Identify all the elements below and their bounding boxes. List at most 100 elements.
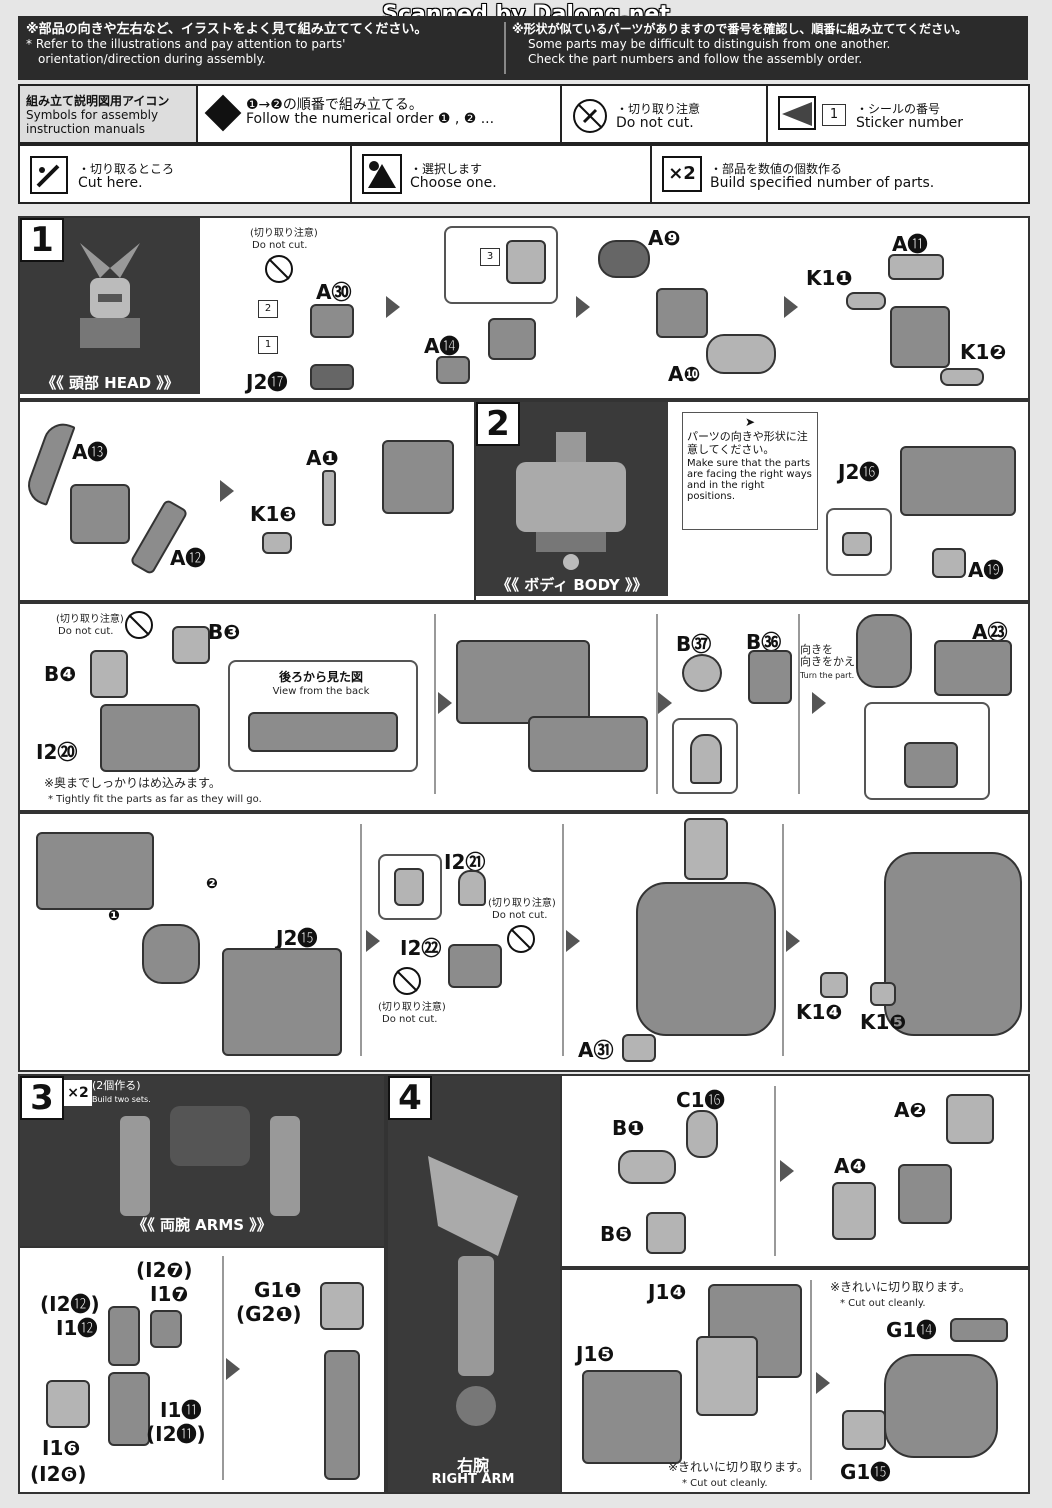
- flow-arrow-icon: [780, 1160, 794, 1182]
- flow-arrow-icon: [816, 1372, 830, 1394]
- x2-icon: ×2: [662, 156, 702, 192]
- legend-donotcut: ・切り取り注意 Do not cut.: [562, 86, 768, 142]
- do-not-cut-icon: [125, 611, 153, 639]
- step1-donotcut-jp: (切り取り注意): [250, 228, 318, 239]
- part-label-b4: B❹: [44, 662, 77, 686]
- part-label-i222: I2㉒: [400, 936, 442, 960]
- part-shape: [820, 972, 848, 998]
- x2-icon: ×2: [64, 1080, 92, 1106]
- part-shape: [950, 1318, 1008, 1342]
- flow-arrow-icon: [784, 296, 798, 318]
- flow-arrow-icon: [220, 480, 234, 502]
- legend-title-en-1: Symbols for assembly: [26, 108, 159, 122]
- part-label-a31: A㉛: [578, 1038, 614, 1062]
- part-label-a19: A⓳: [968, 558, 1004, 582]
- row3-donotcut-en-2: Do not cut.: [382, 1014, 438, 1025]
- legend-sticker: 1 ・シールの番号 Sticker number: [768, 86, 1026, 142]
- part-label-i220: I2⑳: [36, 740, 78, 764]
- part-shape: [934, 640, 1012, 696]
- legend-donotcut-en: Do not cut.: [616, 115, 694, 131]
- step3-number: 3: [20, 1076, 64, 1120]
- part-label-j217: J2⓱: [246, 370, 288, 394]
- legend-choose-en: Choose one.: [410, 175, 497, 191]
- view-back-jp: 後ろから見た図: [278, 670, 363, 684]
- part-label-j14: J1❹: [648, 1280, 687, 1304]
- do-not-cut-icon: [507, 925, 535, 953]
- part-shape: [684, 818, 728, 880]
- sticker-number-box: 1: [822, 104, 846, 126]
- cut-clean-en-1: * Cut out cleanly.: [682, 1478, 768, 1489]
- flow-arrow-icon: [226, 1358, 240, 1380]
- cut-clean-jp-2: ※きれいに切り取ります。: [830, 1280, 971, 1294]
- part-shape: [46, 1380, 90, 1428]
- step4-number: 4: [388, 1076, 432, 1120]
- part-shape: [248, 712, 398, 752]
- part-shape: [598, 240, 650, 278]
- part-shape: [904, 742, 958, 788]
- part-shape: [90, 650, 128, 698]
- choose-one-icon: [362, 154, 402, 194]
- part-shape: [888, 254, 944, 280]
- part-shape: [618, 1150, 676, 1184]
- legend-donotcut-jp: ・切り取り注意: [616, 102, 701, 116]
- divider: [656, 614, 658, 794]
- part-shape: [686, 1110, 718, 1158]
- part-label-g114: G1⓮: [886, 1318, 937, 1342]
- divider: [810, 1280, 812, 1480]
- part-shape: [890, 306, 950, 368]
- flow-arrow-icon: [812, 692, 826, 714]
- part-shape: [748, 650, 792, 704]
- flow-arrow-icon: [438, 692, 452, 714]
- part-shape: [36, 832, 154, 910]
- part-shape: [900, 446, 1016, 516]
- step2-donotcut-jp: (切り取り注意): [56, 614, 124, 625]
- flow-arrow-icon: [366, 930, 380, 952]
- part-shape: [946, 1094, 994, 1144]
- header-bar: ※部品の向きや左右など、イラストをよく見て組み立ててください。 * Refer …: [18, 16, 1028, 80]
- step2-donotcut-en: Do not cut.: [58, 626, 114, 637]
- divider: [222, 1256, 224, 1480]
- part-shape: [932, 548, 966, 578]
- part-label-k15: K1❺: [860, 1010, 907, 1034]
- step-diamond-icon: [204, 94, 242, 132]
- part-label-a2: A❷: [894, 1098, 927, 1122]
- part-shape: [394, 868, 424, 906]
- header-left-en-2: orientation/direction during assembly.: [38, 52, 266, 66]
- legend-sticker-en: Sticker number: [856, 115, 964, 131]
- part-shape: [310, 364, 354, 390]
- row3-donotcut-jp-2: (切り取り注意): [378, 1002, 446, 1013]
- divider: [562, 824, 564, 1056]
- part-shape: [142, 924, 200, 984]
- part-shape: [382, 440, 454, 514]
- part-shape: [870, 982, 896, 1006]
- part-shape: [636, 882, 776, 1036]
- view-back-en: View from the back: [272, 686, 370, 697]
- header-left-jp: ※部品の向きや左右など、イラストをよく見て組み立ててください。: [26, 22, 428, 37]
- do-not-cut-icon: [393, 967, 421, 995]
- part-label-a14: A⓮: [424, 334, 460, 358]
- part-label-c116: C1⓰: [676, 1088, 725, 1112]
- step2-note-jp: パーツの向きや形状に注意してください。: [687, 430, 808, 456]
- sticker-3: 3: [480, 248, 500, 266]
- part-shape: [458, 870, 486, 906]
- step1-number: 1: [20, 218, 64, 262]
- legend-order-en: Follow the numerical order ❶ , ❷ ...: [246, 111, 495, 127]
- header-divider: [504, 22, 506, 74]
- legend-row-1: 組み立て説明図用アイコン Symbols for assembly instru…: [18, 84, 1030, 144]
- step2-note: ➤ パーツの向きや形状に注意してください。 Make sure that the…: [682, 412, 818, 530]
- legend-choose-jp: ・選択します: [410, 162, 483, 176]
- part-shape: [100, 704, 200, 772]
- part-label-a9: A❾: [648, 226, 681, 250]
- part-shape: [108, 1372, 150, 1446]
- step3-build-two-jp: (2個作る): [92, 1079, 141, 1092]
- step3-section-label: 《《 両腕 ARMS 》》: [132, 1216, 272, 1234]
- part-shape: [172, 626, 210, 664]
- header-right-en-1: Some parts may be difficult to distingui…: [528, 37, 891, 51]
- legend-x2-en: Build specified number of parts.: [710, 175, 935, 191]
- cut-clean-jp-1: ※きれいに切り取ります。: [668, 1460, 809, 1474]
- legend-title-jp: 組み立て説明図用アイコン: [26, 94, 170, 108]
- part-label-b5: B❺: [600, 1222, 633, 1246]
- legend-sticker-jp: ・シールの番号: [856, 102, 941, 116]
- divider: [798, 614, 800, 794]
- order-label-1: ❶: [108, 908, 120, 924]
